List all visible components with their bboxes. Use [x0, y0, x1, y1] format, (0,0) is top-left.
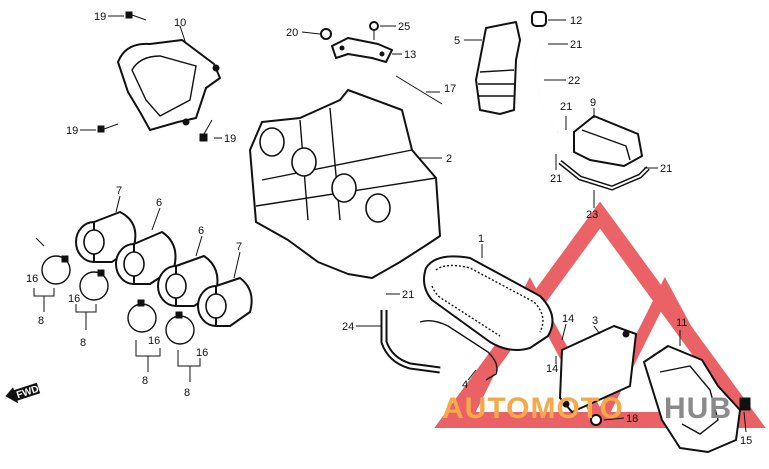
callout-8-a: 8 — [38, 315, 44, 327]
callout-21-c: 21 — [550, 173, 562, 185]
callout-19-left: 19 — [66, 125, 78, 137]
callout-4: 4 — [462, 379, 468, 391]
callout-8-c: 8 — [142, 375, 148, 387]
callout-20: 20 — [286, 27, 298, 39]
callout-16-b: 16 — [68, 293, 80, 305]
bolt-19-top — [125, 11, 147, 21]
part-gasket-4 — [419, 319, 498, 381]
callout-numbers: 19 10 19 19 20 25 13 17 2 5 12 21 22 9 2… — [26, 11, 752, 447]
watermark-text-orange: AUTOMOTO — [442, 392, 624, 425]
callout-7-left: 7 — [116, 185, 122, 197]
rubber-7-right — [197, 277, 253, 327]
callout-12: 12 — [570, 15, 582, 27]
callout-21-e: 21 — [402, 289, 414, 301]
callout-16-c: 16 — [148, 335, 160, 347]
callout-19-right: 19 — [224, 133, 236, 145]
fwd-label: FWD — [15, 384, 40, 402]
bolt-15 — [739, 397, 751, 411]
rod-17 — [395, 75, 443, 105]
cap-12 — [531, 11, 547, 27]
callout-2: 2 — [446, 153, 452, 165]
part-duct-5 — [475, 21, 521, 115]
callout-5: 5 — [454, 35, 460, 47]
screw-18 — [590, 414, 602, 426]
callout-13: 13 — [404, 49, 416, 61]
part-breather-9 — [573, 115, 643, 167]
callout-8-b: 8 — [80, 337, 86, 349]
hose-22 — [534, 43, 559, 133]
tube-24 — [380, 310, 441, 374]
bolt-19-left — [97, 123, 119, 133]
callout-7-right: 7 — [236, 241, 242, 253]
callout-6-left: 6 — [156, 197, 162, 209]
callout-25: 25 — [398, 21, 410, 33]
callout-21-b: 21 — [560, 101, 572, 113]
callout-21-a: 21 — [570, 39, 582, 51]
hose-23 — [558, 160, 650, 191]
callout-6-right: 6 — [198, 225, 204, 237]
callout-22: 22 — [568, 75, 580, 87]
callout-14-a: 14 — [562, 313, 574, 325]
callout-18: 18 — [626, 413, 638, 425]
part-plate-3 — [559, 325, 637, 413]
callout-24: 24 — [342, 321, 354, 333]
hose-clamps-16 — [41, 255, 195, 345]
callout-16-d: 16 — [196, 347, 208, 359]
watermark-text-gray: HUB — [664, 392, 732, 425]
callout-10: 10 — [174, 17, 186, 29]
callout-17: 17 — [444, 83, 456, 95]
bolt-19-right — [199, 119, 213, 142]
nut-20 — [320, 28, 332, 40]
callout-19-top: 19 — [94, 11, 106, 23]
callout-16-a: 16 — [26, 273, 38, 285]
callout-3: 3 — [592, 315, 598, 327]
callout-15: 15 — [740, 435, 752, 447]
callout-21-d: 21 — [660, 163, 672, 175]
bolt-25 — [369, 21, 379, 40]
callout-9: 9 — [590, 97, 596, 109]
fwd-direction-marker: FWD — [5, 382, 40, 404]
part-side-cover-11 — [643, 345, 741, 453]
leader-lines — [33, 15, 747, 433]
part-filter-element-1 — [423, 255, 554, 351]
callout-23: 23 — [586, 209, 598, 221]
part-air-cleaner-case-2 — [249, 89, 441, 279]
watermark-text: AUTOMOTO HUB — [442, 392, 732, 425]
callout-11: 11 — [676, 317, 687, 329]
callout-8-d: 8 — [184, 387, 190, 399]
part-cover-10 — [117, 39, 221, 131]
callout-1: 1 — [478, 233, 484, 245]
callout-14-b: 14 — [546, 363, 558, 375]
bracket-13 — [331, 37, 393, 63]
intake-rubbers — [75, 211, 253, 327]
